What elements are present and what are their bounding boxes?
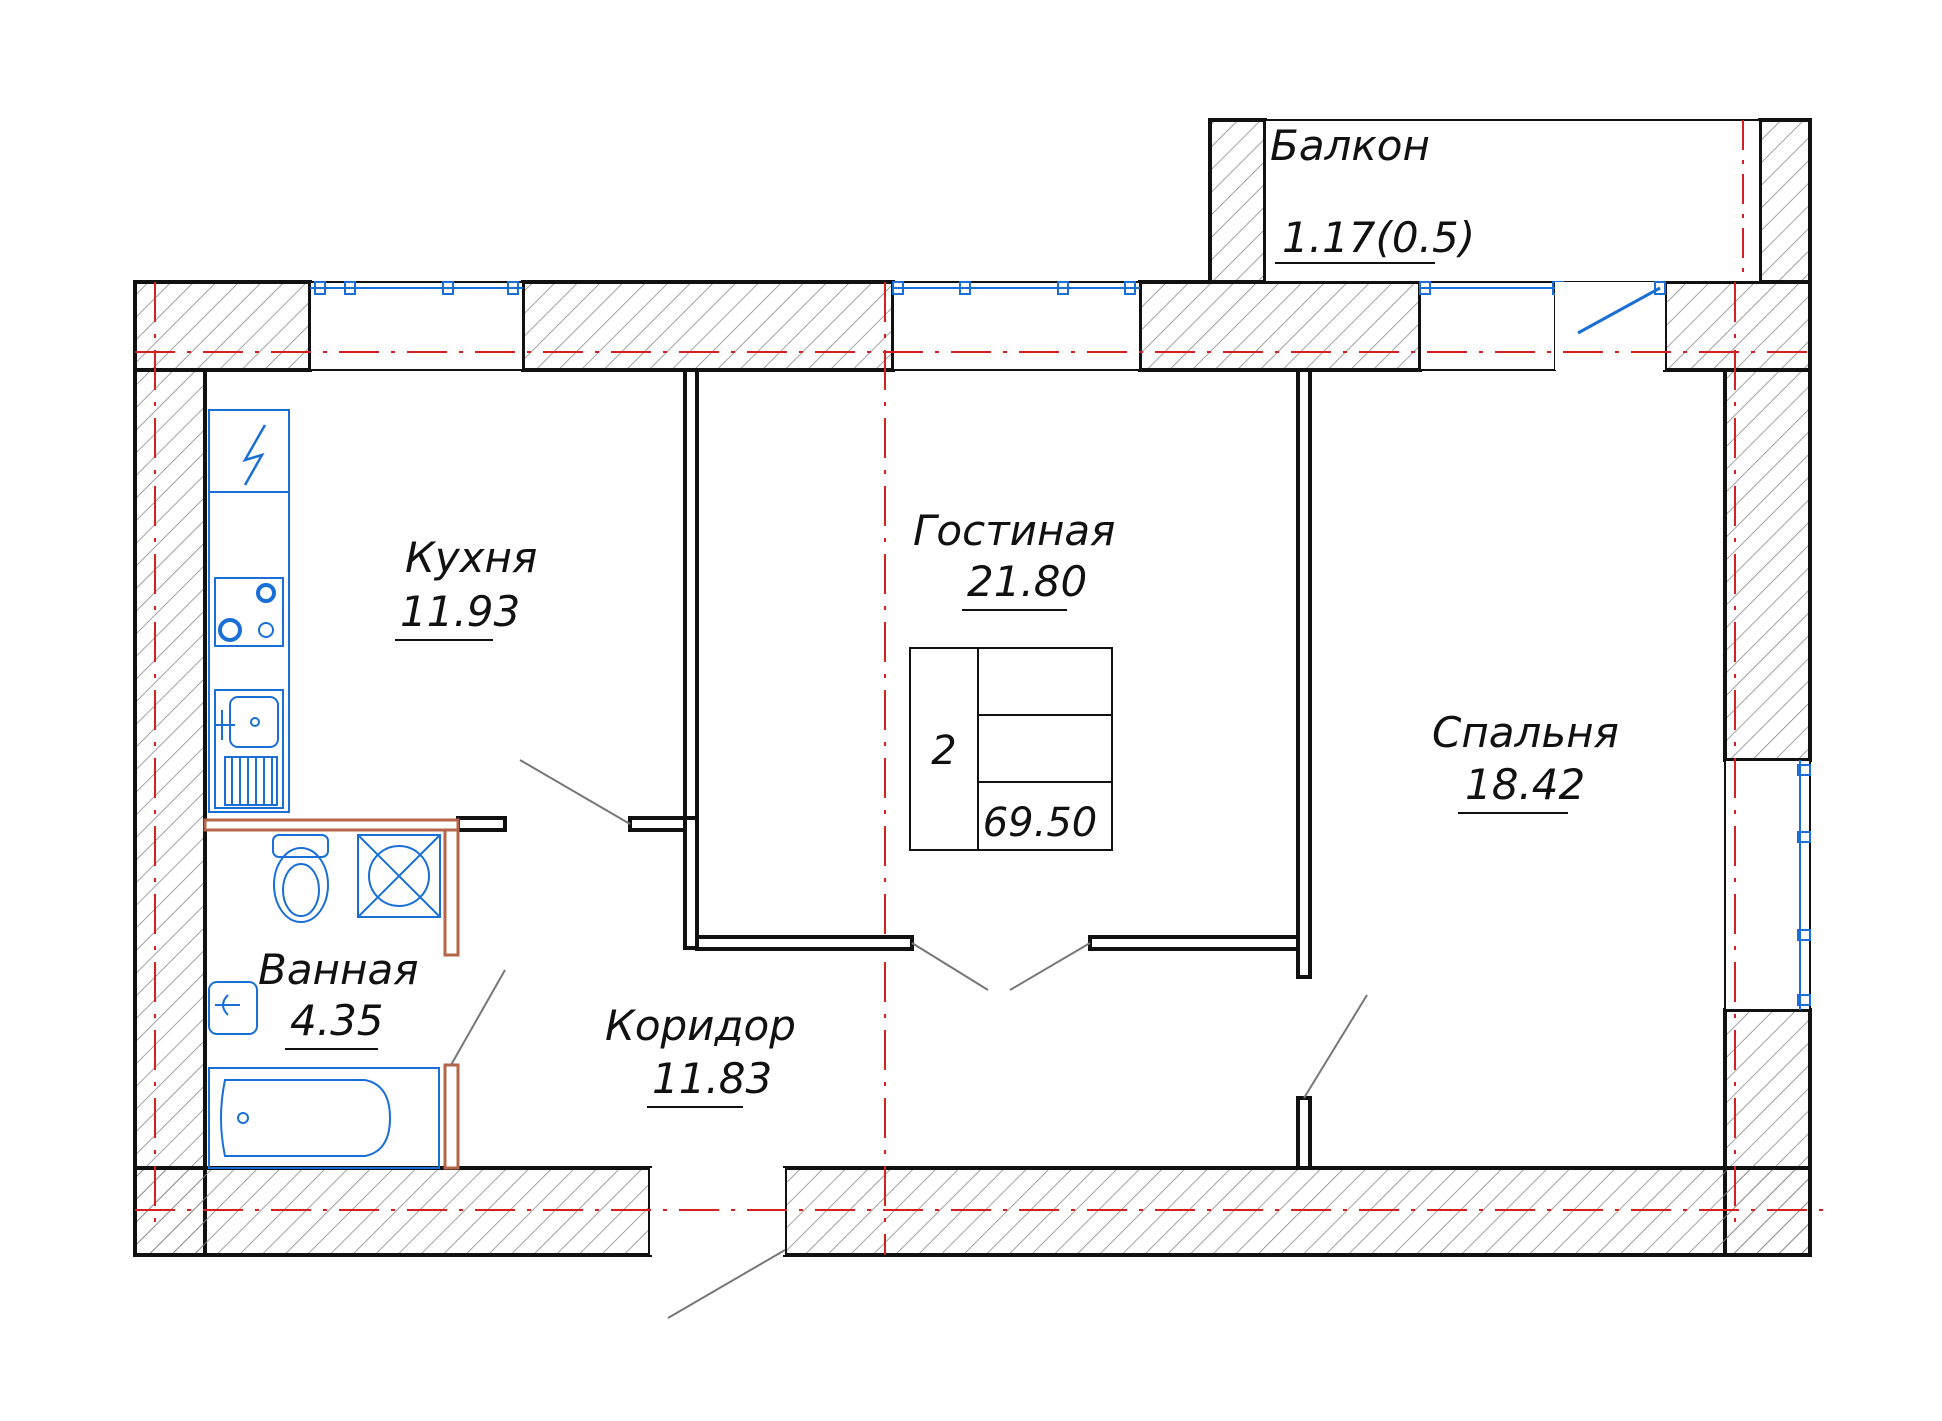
bathroom-name: Ванная bbox=[258, 945, 418, 994]
wall-top-1 bbox=[133, 280, 312, 372]
wall-balcony-right bbox=[1758, 118, 1812, 284]
bedroom-area: 18.42 bbox=[1465, 760, 1585, 809]
wall-bottom-left bbox=[133, 1166, 652, 1257]
kitchen-name: Кухня bbox=[405, 533, 537, 582]
window-bedroom bbox=[1724, 759, 1811, 1011]
axis-lines bbox=[135, 282, 1830, 1255]
wall-top-2 bbox=[521, 280, 895, 372]
living-area: 21.80 bbox=[967, 557, 1087, 606]
kitchen-sink-icon bbox=[214, 689, 284, 809]
counter-outline bbox=[208, 491, 290, 813]
bath-door-jamb bbox=[443, 1063, 460, 1170]
wall-left bbox=[133, 368, 207, 1257]
exterior-walls bbox=[133, 118, 1812, 1257]
wall-top-4 bbox=[1663, 280, 1812, 372]
wall-living-bottom-left bbox=[683, 816, 699, 950]
wall-living-left bbox=[683, 368, 699, 827]
toilet-icon bbox=[272, 834, 329, 923]
bedroom-name: Спальня bbox=[1432, 708, 1619, 757]
window-living bbox=[892, 281, 1141, 371]
door-kitchen bbox=[519, 759, 631, 825]
stove-icon bbox=[214, 577, 284, 647]
apartment-stamp bbox=[909, 647, 1113, 851]
bathroom-fixtures bbox=[208, 834, 441, 1169]
window-balcony-door bbox=[1419, 281, 1666, 371]
balcony bbox=[1264, 119, 1761, 283]
windows bbox=[309, 281, 1811, 1255]
kitchen-area: 11.93 bbox=[400, 587, 520, 636]
wall-kitchen-bath-stub bbox=[456, 816, 507, 832]
wall-balcony-left bbox=[1208, 118, 1267, 284]
door-entrance bbox=[667, 1249, 786, 1319]
balcony-area: 1.17(0.5) bbox=[1282, 213, 1475, 262]
entrance-opening bbox=[650, 1168, 785, 1255]
bathroom-area: 4.35 bbox=[290, 996, 384, 1045]
door-living-right bbox=[1009, 942, 1091, 991]
bathtub-icon bbox=[208, 1067, 440, 1169]
kitchen-counter bbox=[208, 409, 290, 813]
wall-living-right bbox=[1296, 368, 1312, 979]
bath-wall-right bbox=[443, 828, 460, 957]
corridor-name: Коридор bbox=[605, 1001, 796, 1050]
door-bedroom bbox=[1303, 994, 1368, 1099]
total-area: 69.50 bbox=[983, 800, 1098, 846]
room-labels: Балкон 1.17(0.5) Кухня 11.93 Гостиная 21… bbox=[258, 121, 1619, 1108]
wall-bottom-right bbox=[783, 1166, 1812, 1257]
wall-top-3 bbox=[1138, 280, 1422, 372]
wall-right-upper bbox=[1723, 368, 1812, 762]
wall-living-bottom-2 bbox=[1088, 935, 1312, 951]
wall-bedroom-door-stub bbox=[1296, 1096, 1312, 1170]
door-living-left bbox=[911, 942, 989, 991]
wall-living-bottom-1 bbox=[695, 935, 914, 951]
washbasin-icon bbox=[208, 981, 258, 1035]
balcony-name: Балкон bbox=[1270, 121, 1430, 170]
balcony-outline bbox=[1264, 119, 1761, 283]
rooms-count: 2 bbox=[931, 728, 956, 774]
door-swings bbox=[450, 759, 1368, 1319]
bath-wall-top bbox=[203, 818, 460, 832]
door-bathroom bbox=[450, 969, 506, 1066]
window-kitchen bbox=[309, 281, 524, 371]
living-name: Гостиная bbox=[913, 506, 1115, 555]
bathroom-partitions bbox=[203, 818, 460, 1170]
corridor-area: 11.83 bbox=[652, 1054, 772, 1103]
washing-machine-icon bbox=[357, 834, 441, 918]
